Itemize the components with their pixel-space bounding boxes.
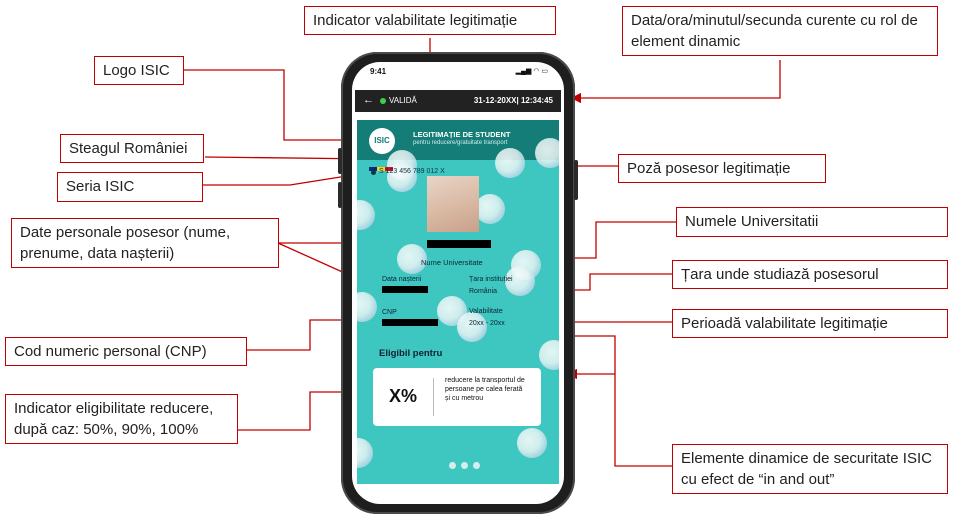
phone-screen: 9:41 ▂▄▆ ◠ ▭ ← VALIDĂ 31-12-20XX| 12:34:… (352, 62, 564, 504)
country-value: România (469, 288, 498, 295)
university-name: Nume Universitate (421, 258, 483, 267)
reduction-text: reducere la transportul de persoane pe c… (445, 377, 525, 402)
security-element-icon (517, 428, 547, 458)
security-element-icon (475, 194, 505, 224)
redacted-cnp (382, 319, 438, 326)
security-element-icon (535, 138, 559, 168)
pager-dot[interactable] (461, 462, 468, 469)
romania-flag-icon (369, 158, 393, 171)
pager-dot[interactable] (473, 462, 480, 469)
isic-serial: S 123 456 789 012 X (379, 168, 445, 175)
label-logo-isic: Logo ISIC (94, 56, 184, 85)
power-button (574, 160, 578, 200)
security-element-icon (495, 148, 525, 178)
label-date-personale: Date personale posesor (nume, prenume, d… (11, 218, 279, 268)
security-element-icon (505, 266, 535, 296)
security-element-icon (539, 340, 559, 370)
label-perioada: Perioadă valabilitate legitimație (672, 309, 948, 338)
arrow-left-icon[interactable]: ← (363, 94, 374, 106)
status-bar: 9:41 ▂▄▆ ◠ ▭ (352, 62, 564, 84)
valid-status-dot-icon (380, 98, 386, 104)
volume-up-button (338, 148, 342, 174)
reduction-box: X% reducere la transportul de persoane p… (373, 368, 541, 426)
label-steagul: Steagul României (60, 134, 204, 163)
country-label: Țara instituției (469, 276, 513, 283)
eligible-title: Eligibil pentru (379, 348, 443, 359)
security-element-icon (357, 438, 373, 468)
label-universitate: Numele Universitatii (676, 207, 948, 237)
app-bar: ← VALIDĂ 31-12-20XX| 12:34:45 (355, 90, 561, 112)
pager-dot-active[interactable] (436, 462, 443, 469)
signal-wifi-battery-icon: ▂▄▆ ◠ ▭ (515, 68, 548, 75)
holder-photo (427, 176, 479, 232)
label-elemente-dinamice: Elemente dinamice de securitate ISIC cu … (672, 444, 948, 494)
label-indicator-eligibilitate: Indicator eligibilitate reducere, după c… (5, 394, 238, 444)
student-card: ISIC LEGITIMAȚIE DE STUDENT pentru reduc… (357, 120, 559, 484)
validity-label: Valabilitate (469, 308, 503, 315)
line-logo (184, 69, 374, 146)
line-data-ora (570, 60, 781, 104)
label-tara: Țara unde studiază posesorul (672, 260, 948, 289)
isic-logo: ISIC (369, 128, 395, 154)
security-element-icon (457, 312, 487, 342)
cnp-label: CNP (382, 309, 397, 316)
birth-date-label: Data nașterii (382, 276, 422, 283)
reduction-percent: X% (389, 386, 418, 406)
card-subtitle: pentru reducere/gratuitate transport (413, 140, 508, 146)
label-seria: Seria ISIC (57, 172, 203, 202)
serial-dot-icon (371, 170, 376, 175)
current-datetime: 31-12-20XX| 12:34:45 (473, 96, 553, 105)
label-cnp: Cod numeric personal (CNP) (5, 337, 247, 366)
status-time: 9:41 (370, 67, 387, 76)
label-poza: Poză posesor legitimație (618, 154, 826, 183)
security-element-icon (397, 244, 427, 274)
volume-down-button (338, 182, 342, 208)
label-data-ora: Data/ora/minutul/secunda curente cu rol … (622, 6, 938, 56)
security-element-icon (357, 200, 375, 230)
redacted-name (427, 240, 491, 248)
pager-dot[interactable] (449, 462, 456, 469)
valid-indicator: VALIDĂ (389, 96, 417, 105)
label-indicator-valabilitate: Indicator valabilitate legitimație (304, 6, 556, 35)
security-element-icon (357, 292, 377, 322)
card-title: LEGITIMAȚIE DE STUDENT (413, 130, 511, 139)
redacted-birth-date (382, 286, 428, 293)
divider (433, 378, 434, 416)
validity-value: 20xx - 20xx (469, 320, 505, 327)
